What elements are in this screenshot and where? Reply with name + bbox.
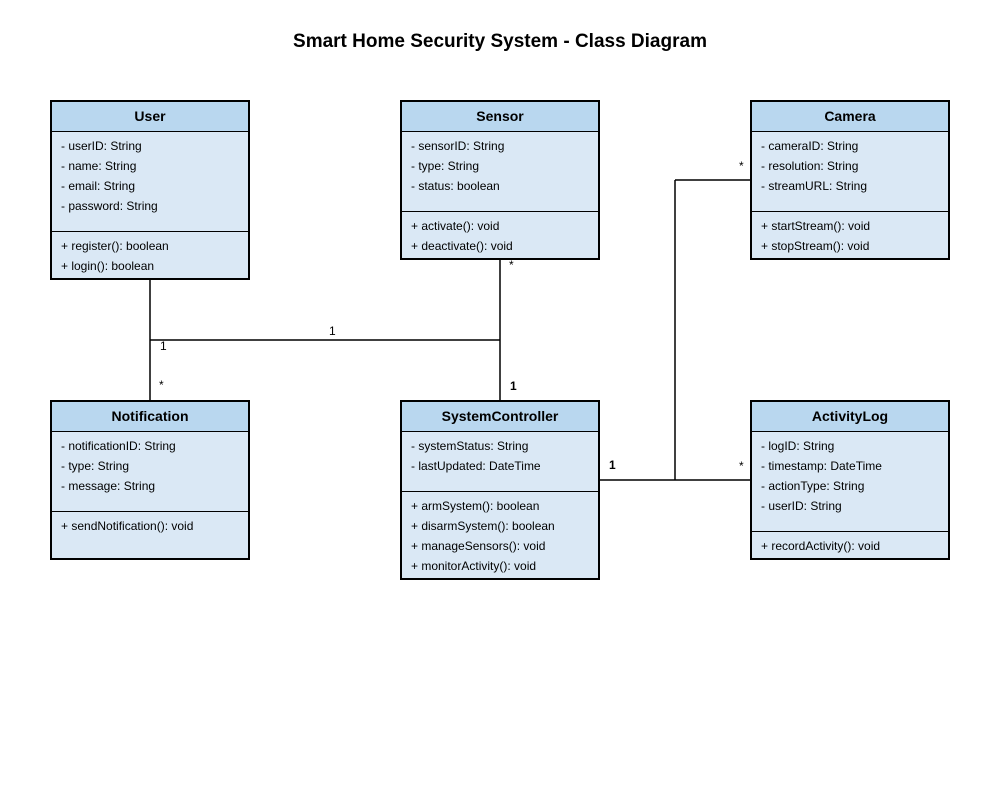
class-system-controller-attributes: - systemStatus: String - lastUpdated: Da…: [402, 432, 598, 492]
class-user[interactable]: User - userID: String - name: String - e…: [50, 100, 250, 280]
attribute: - notificationID: String: [61, 439, 176, 453]
method: + sendNotification(): void: [61, 519, 194, 533]
attribute: - name: String: [61, 159, 137, 173]
method: + deactivate(): void: [411, 239, 513, 253]
attribute: - email: String: [61, 179, 136, 193]
attribute: - type: String: [61, 459, 130, 473]
class-camera-name: Camera: [752, 102, 948, 132]
multiplicity-notification: *: [159, 378, 164, 392]
page-title: Smart Home Security System - Class Diagr…: [293, 31, 707, 52]
attribute: - cameraID: String: [761, 139, 859, 153]
attribute: - timestamp: DateTime: [761, 459, 882, 473]
multiplicity-controller-top: 1: [510, 379, 517, 393]
class-system-controller-name: SystemController: [402, 402, 598, 432]
attribute: - actionType: String: [761, 479, 865, 493]
class-sensor-name: Sensor: [402, 102, 598, 132]
attribute: - logID: String: [761, 439, 835, 453]
multiplicity-activity-log: *: [739, 459, 744, 473]
attribute: - userID: String: [761, 499, 842, 513]
attribute: - streamURL: String: [761, 179, 868, 193]
class-system-controller[interactable]: SystemController - systemStatus: String …: [400, 400, 600, 580]
class-activity-log-name: ActivityLog: [752, 402, 948, 432]
class-sensor[interactable]: Sensor - sensorID: String - type: String…: [400, 100, 600, 260]
class-sensor-methods: + activate(): void + deactivate(): void: [402, 212, 598, 256]
class-activity-log-methods: + recordActivity(): void: [752, 532, 948, 556]
method: + disarmSystem(): boolean: [411, 519, 555, 533]
attribute: - sensorID: String: [411, 139, 505, 153]
attribute: - message: String: [61, 479, 156, 493]
attribute: - userID: String: [61, 139, 142, 153]
attribute: - password: String: [61, 199, 158, 213]
method: + stopStream(): void: [761, 239, 870, 253]
method: + monitorActivity(): void: [411, 559, 537, 573]
class-camera-attributes: - cameraID: String - resolution: String …: [752, 132, 948, 212]
multiplicity-camera: *: [739, 159, 744, 173]
class-user-attributes: - userID: String - name: String - email:…: [52, 132, 248, 232]
multiplicity-controller-right: 1: [609, 458, 616, 472]
class-notification-name: Notification: [52, 402, 248, 432]
class-sensor-attributes: - sensorID: String - type: String - stat…: [402, 132, 598, 212]
class-user-name: User: [52, 102, 248, 132]
class-activity-log[interactable]: ActivityLog - logID: String - timestamp:…: [750, 400, 950, 560]
method: + recordActivity(): void: [761, 539, 881, 553]
method: + startStream(): void: [761, 219, 871, 233]
attribute: - status: boolean: [411, 179, 500, 193]
attribute: - lastUpdated: DateTime: [411, 459, 541, 473]
class-user-methods: + register(): boolean + login(): boolean: [52, 232, 248, 276]
class-system-controller-methods: + armSystem(): boolean + disarmSystem():…: [402, 492, 598, 576]
multiplicity-sensor: *: [509, 258, 514, 272]
method: + activate(): void: [411, 219, 500, 233]
multiplicity-user-controller: 1: [329, 324, 336, 338]
class-notification-methods: + sendNotification(): void: [52, 512, 248, 536]
class-camera[interactable]: Camera - cameraID: String - resolution: …: [750, 100, 950, 260]
class-notification-attributes: - notificationID: String - type: String …: [52, 432, 248, 512]
method: + login(): boolean: [61, 259, 155, 273]
attribute: - systemStatus: String: [411, 439, 529, 453]
method: + armSystem(): boolean: [411, 499, 540, 513]
class-activity-log-attributes: - logID: String - timestamp: DateTime - …: [752, 432, 948, 532]
method: + manageSensors(): void: [411, 539, 546, 553]
class-notification[interactable]: Notification - notificationID: String - …: [50, 400, 250, 560]
attribute: - type: String: [411, 159, 480, 173]
class-camera-methods: + startStream(): void + stopStream(): vo…: [752, 212, 948, 256]
multiplicity-user: 1: [160, 339, 167, 353]
method: + register(): boolean: [61, 239, 169, 253]
attribute: - resolution: String: [761, 159, 859, 173]
